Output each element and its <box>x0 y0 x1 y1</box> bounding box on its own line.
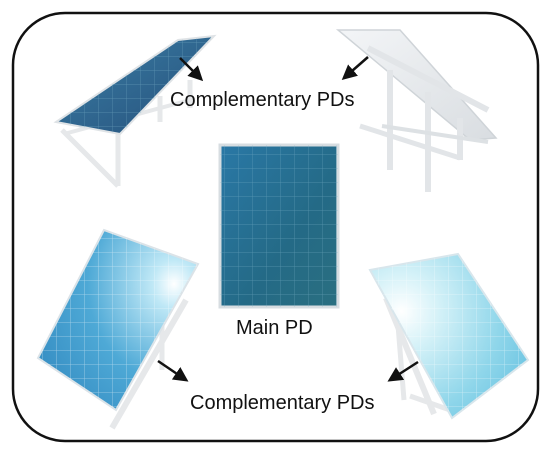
arrow-icon <box>179 57 204 82</box>
arrow-icon <box>387 360 419 382</box>
arrow-icon <box>341 56 369 80</box>
main-solar-panel-icon <box>218 143 340 309</box>
solar-panel-icon <box>36 228 200 430</box>
solar-panel-icon <box>368 252 530 420</box>
arrow-icon <box>157 359 189 382</box>
complementary-pds-label-bottom: Complementary PDs <box>190 392 375 414</box>
complementary-pds-label-top: Complementary PDs <box>170 89 355 111</box>
main-pd-label: Main PD <box>236 317 313 339</box>
solar-panel-icon <box>53 34 217 188</box>
solar-panel-icon <box>335 29 498 192</box>
